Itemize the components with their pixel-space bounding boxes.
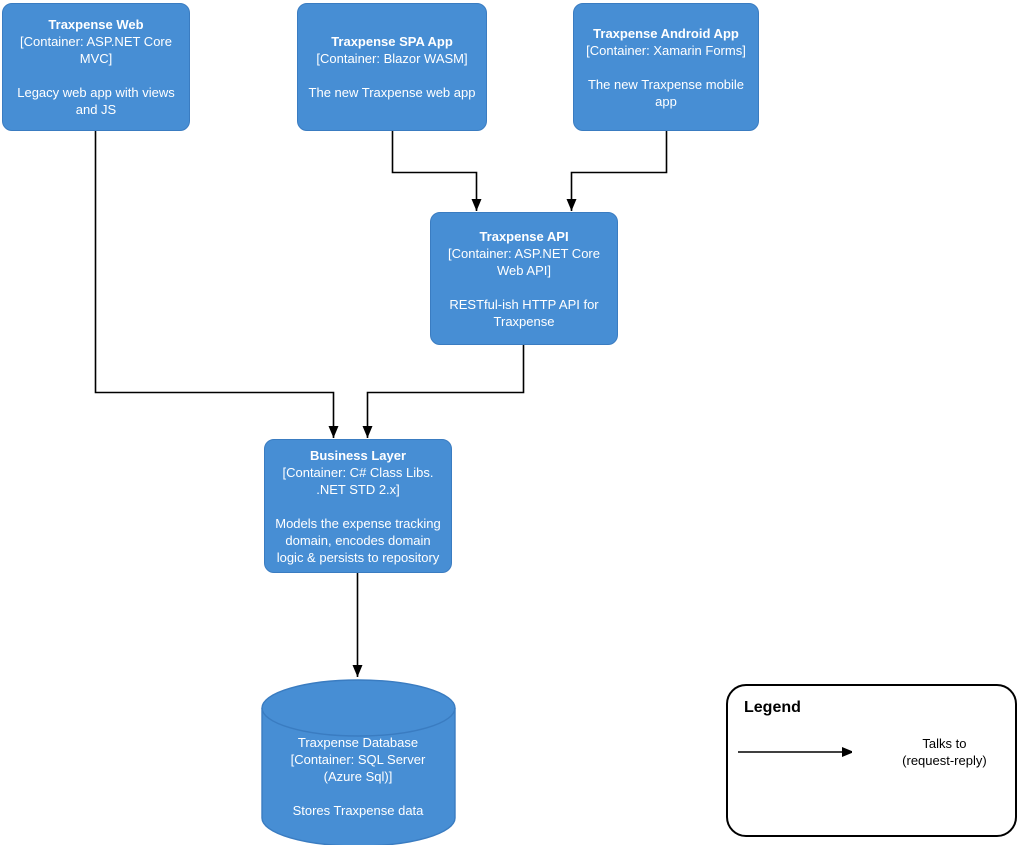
node-traxpense-web: Traxpense Web [Container: ASP.NET Core M…: [2, 3, 190, 131]
node-description: Legacy web app with views and JS: [17, 85, 175, 117]
node-subtitle: [Container: ASP.NET Core Web API]: [448, 245, 600, 278]
edge-web-to-business: [94, 131, 339, 438]
node-subtitle: [Container: Blazor WASM]: [316, 51, 468, 66]
node-traxpense-spa-app: Traxpense SPA App [Container: Blazor WAS…: [297, 3, 487, 131]
node-subtitle: [Container: ASP.NET Core MVC]: [20, 34, 172, 66]
talks-to-arrow-icon: [738, 747, 852, 757]
edge-api-to-business: [362, 345, 525, 438]
legend-arrow-label: Talks to (request-reply): [902, 736, 987, 768]
node-description: Models the expense tracking domain, enco…: [275, 515, 441, 565]
database-cylinder-shape: [261, 679, 456, 845]
node-description: The new Traxpense mobile app: [587, 76, 745, 109]
node-description: Stores Traxpense data: [292, 802, 424, 818]
node-business-layer: Business Layer [Container: C# Class Libs…: [264, 439, 452, 573]
node-subtitle: [Container: Xamarin Forms]: [586, 42, 746, 58]
node-description: RESTful-ish HTTP API for Traxpense: [449, 296, 599, 329]
edge-android-to-api: [566, 131, 668, 211]
node-title: Business Layer: [309, 447, 407, 463]
node-title: Traxpense Web: [48, 17, 144, 32]
node-title: Traxpense SPA App: [331, 34, 453, 49]
node-traxpense-database: Traxpense Database [Container: SQL Serve…: [278, 712, 438, 840]
legend-title: Legend: [744, 699, 801, 716]
node-title: Traxpense Android App: [593, 25, 739, 41]
node-subtitle: [Container: C# Class Libs. .NET STD 2.x]: [282, 464, 434, 497]
node-title: Traxpense API: [479, 228, 569, 244]
edge-spa-to-api: [391, 131, 482, 211]
node-subtitle: [Container: SQL Server (Azure Sql)]: [290, 751, 426, 784]
node-description: The new Traxpense web app: [308, 85, 476, 100]
node-title: Traxpense Database: [297, 734, 419, 750]
legend-box: Legend Talks to (request-reply): [726, 684, 1017, 837]
node-traxpense-android-app: Traxpense Android App [Container: Xamari…: [573, 3, 759, 131]
node-traxpense-api: Traxpense API [Container: ASP.NET Core W…: [430, 212, 618, 345]
